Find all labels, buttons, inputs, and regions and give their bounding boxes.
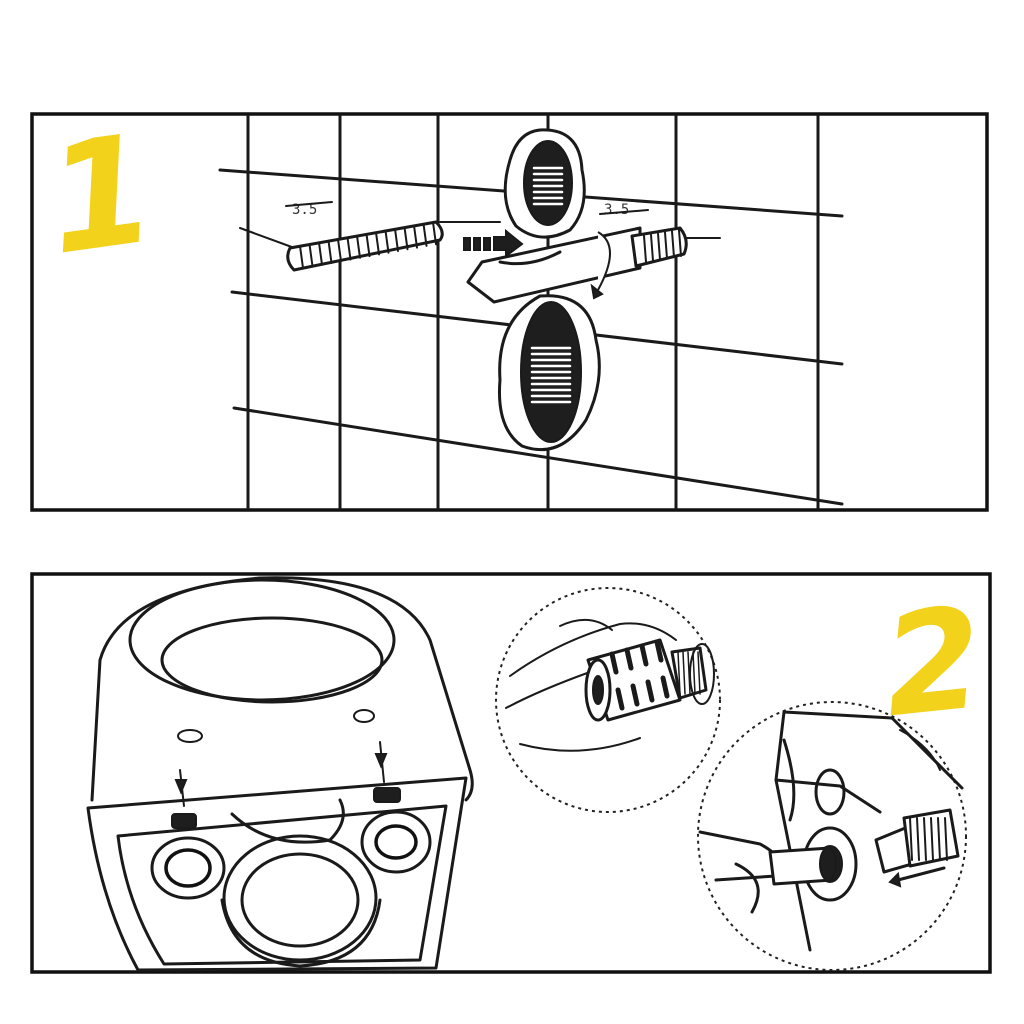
- step-number-2: 2: [876, 577, 990, 749]
- detail-tightening-bolt: [697, 701, 967, 971]
- bolt-connector-mounted-icon: [874, 808, 960, 874]
- panel-step-2: 2: [30, 572, 992, 974]
- bolt-length-left: 3.5: [292, 202, 317, 218]
- bolt-length-right: 3.5: [604, 202, 629, 218]
- bolt-icon: [286, 220, 444, 272]
- wall-plug-lower-icon: [497, 294, 601, 452]
- detail-connector-in-hand: [495, 587, 721, 813]
- bolt-right-icon: [630, 226, 688, 268]
- panel-step-1: 1 3.5: [30, 102, 989, 512]
- wall-plug-upper-icon: [503, 128, 586, 239]
- pull-arrow-icon: [888, 866, 946, 888]
- wall-hung-toilet-icon: [86, 576, 474, 972]
- insert-arrow-icon: [463, 228, 524, 258]
- bolt-connector-icon: [584, 638, 715, 722]
- step-number-1: 1: [37, 102, 165, 289]
- hand-tool-icon: [698, 830, 837, 914]
